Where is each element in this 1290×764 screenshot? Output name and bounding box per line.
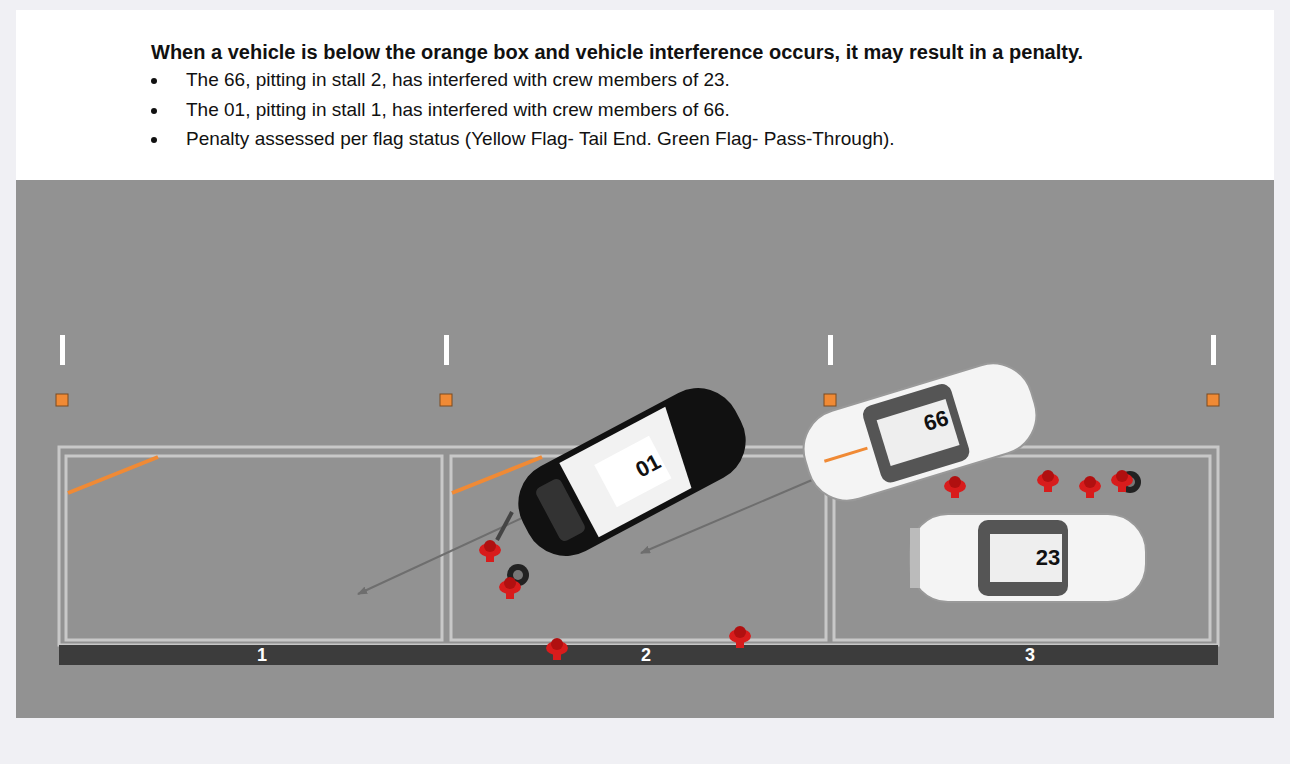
- bullet-text: Penalty assessed per flag status (Yellow…: [186, 128, 895, 150]
- stall-number: 1: [257, 645, 267, 666]
- car-number: 23: [1036, 545, 1060, 571]
- stall-number: 3: [1025, 645, 1035, 666]
- bullet-text: The 01, pitting in stall 1, has interfer…: [186, 99, 730, 121]
- header-panel: [16, 10, 1274, 180]
- stall-number: 2: [641, 645, 651, 666]
- slide-title: When a vehicle is below the orange box a…: [151, 41, 1083, 64]
- bullet-text: The 66, pitting in stall 2, has interfer…: [186, 69, 730, 91]
